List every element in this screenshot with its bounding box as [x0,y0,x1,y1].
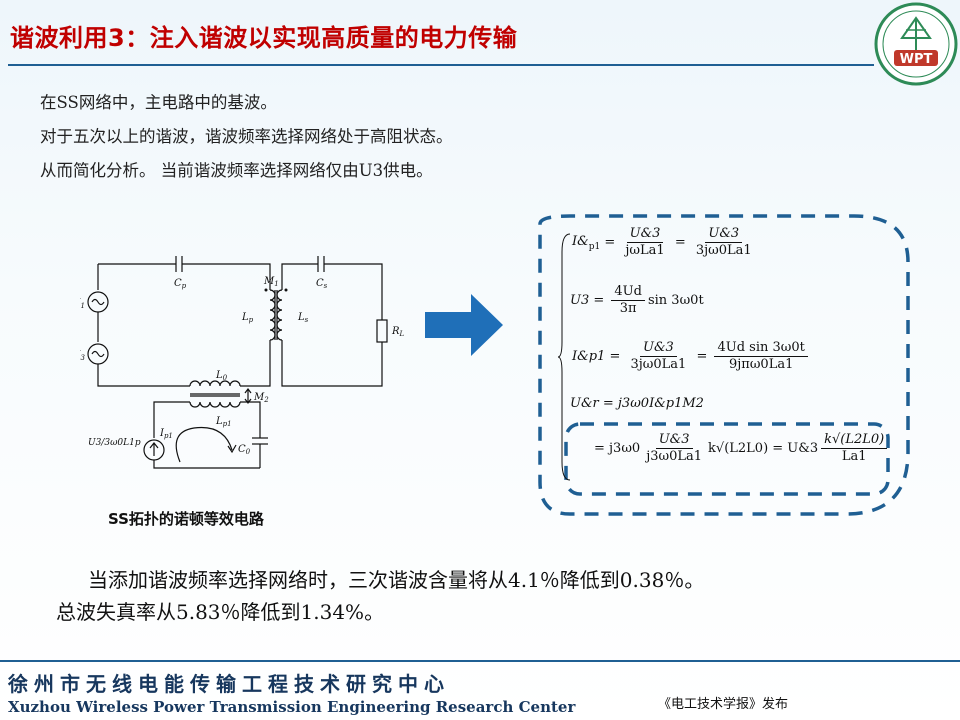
intro-line-3: 从而简化分析。 当前谐波频率选择网络仅由U3供电。 [40,161,433,180]
university-logo: WPT [874,2,958,86]
label-cp: Cp [174,278,187,290]
conclusion-text: 当添加谐波频率选择网络时，三次谐波含量将从4.1％降低到0.38％。 总波失真率… [56,564,936,628]
page-title: 谐波利用3：注入谐波以实现高质量的电力传输 [10,24,518,52]
equation-panel-frame [538,214,910,516]
label-rl: RL [391,326,405,338]
label-source: U3/3ω0L1p [88,438,141,448]
label-m1: M1 [263,276,279,288]
label-m2: M2 [253,392,269,404]
label-u1: U1 [80,298,85,310]
label-c0: C0 [238,444,251,456]
norton-equivalent-circuit: Cp Cs M1 Lp Ls RL U1 U3 L0 M2 Lp1 Ip1 C0… [80,256,405,469]
conclusion-line-2: 总波失真率从5.83％降低到1.34%。 [56,600,385,624]
intro-line-1: 在SS网络中，主电路中的基波。 [40,93,277,112]
footer-org-name-cn: 徐州市无线电能传输工程技术研究中心 [8,672,450,696]
figure-caption: SS拓扑的诺顿等效电路 [108,510,264,528]
label-lp: Lp [241,312,254,324]
label-u3: U3 [80,350,85,362]
right-arrow-icon [425,294,503,356]
intro-line-2: 对于五次以上的谐波，谐波频率选择网络处于高阻状态。 [40,127,453,146]
label-cs: Cs [316,278,328,290]
logo-text: WPT [900,52,933,67]
conclusion-line-1: 当添加谐波频率选择网络时，三次谐波含量将从4.1％降低到0.38％。 [88,568,705,592]
equation-brace [558,233,571,481]
footer-org-name-en: Xuzhou Wireless Power Transmission Engin… [8,698,576,716]
label-l0: L0 [215,370,228,382]
intro-paragraphs: 在SS网络中，主电路中的基波。 对于五次以上的谐波，谐波频率选择网络处于高阻状态… [40,92,600,194]
footer-divider [0,660,960,662]
equation-4: U&r = j3ω0I&p1M2 [570,396,704,411]
label-ls: Ls [297,312,309,324]
title-divider [8,64,874,66]
label-lp1: Lp1 [215,416,232,428]
footer-source: 《电工技术学报》发布 [658,697,789,712]
label-ip1: Ip1 [159,428,173,440]
